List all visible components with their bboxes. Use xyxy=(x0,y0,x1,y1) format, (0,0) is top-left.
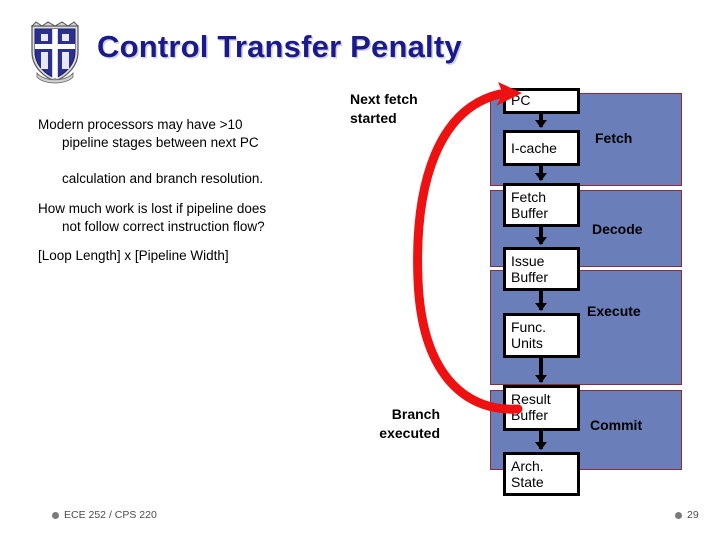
body-paragraph-1-line-3: calculation and branch resolution. xyxy=(62,171,264,186)
annotation-next-fetch: Next fetch started xyxy=(350,91,418,126)
body-paragraph-3: [Loop Length] x [Pipeline Width] xyxy=(38,248,229,263)
connector-pc-to-icache xyxy=(535,114,547,128)
footer-page-number-label: 29 xyxy=(687,509,699,522)
stage-label-decode: Decode xyxy=(592,221,643,237)
body-paragraph-1-line-2: pipeline stages between next PC xyxy=(62,135,259,150)
pipeline-box-fetch-buffer[interactable]: Fetch Buffer xyxy=(503,183,580,227)
stage-label-commit: Commit xyxy=(590,417,643,433)
pipeline-box-issue-buffer[interactable]: Issue Buffer xyxy=(503,247,580,291)
feedback-arrow-icon xyxy=(413,82,523,414)
connector-resultbuffer-to-archstate xyxy=(535,431,547,450)
footer-bullet-right-icon xyxy=(675,511,682,519)
duke-shield-crest-icon xyxy=(24,18,86,84)
pipeline-box-i-cache[interactable]: I-cache xyxy=(503,130,580,166)
body-paragraph-1: Modern processors may have >10 pipeline … xyxy=(38,98,338,206)
body-paragraph-1-line-1: Modern processors may have >10 xyxy=(38,117,243,132)
footer-page-number: 29 xyxy=(675,509,699,521)
pipeline-box-result-buffer[interactable]: Result Buffer xyxy=(503,385,580,431)
connector-issuebuffer-to-funcunits xyxy=(535,291,547,311)
connector-funcunits-to-resultbuffer xyxy=(535,358,547,383)
footer-course-label: ECE 252 / CPS 220 xyxy=(64,509,157,522)
body-paragraph-2-line-1: How much work is lost if pipeline does xyxy=(38,201,267,216)
stage-label-execute: Execute xyxy=(587,303,641,319)
pipeline-box-arch-state[interactable]: Arch. State xyxy=(503,452,580,496)
pipeline-box-func-units[interactable]: Func. Units xyxy=(503,313,580,358)
page-title: Control Transfer Penalty xyxy=(97,29,462,64)
body-paragraph-2-line-2: not follow correct instruction flow? xyxy=(62,219,265,234)
body-paragraph-2: How much work is lost if pipeline does n… xyxy=(38,182,338,254)
footer-course: ECE 252 / CPS 220 xyxy=(52,509,157,521)
annotation-branch-executed: Branch executed xyxy=(379,406,440,441)
footer-bullet-left-icon xyxy=(52,511,59,519)
stage-label-fetch: Fetch xyxy=(595,130,633,146)
connector-icache-to-fetchbuffer xyxy=(535,166,547,181)
connector-fetchbuffer-to-issuebuffer xyxy=(535,227,547,245)
